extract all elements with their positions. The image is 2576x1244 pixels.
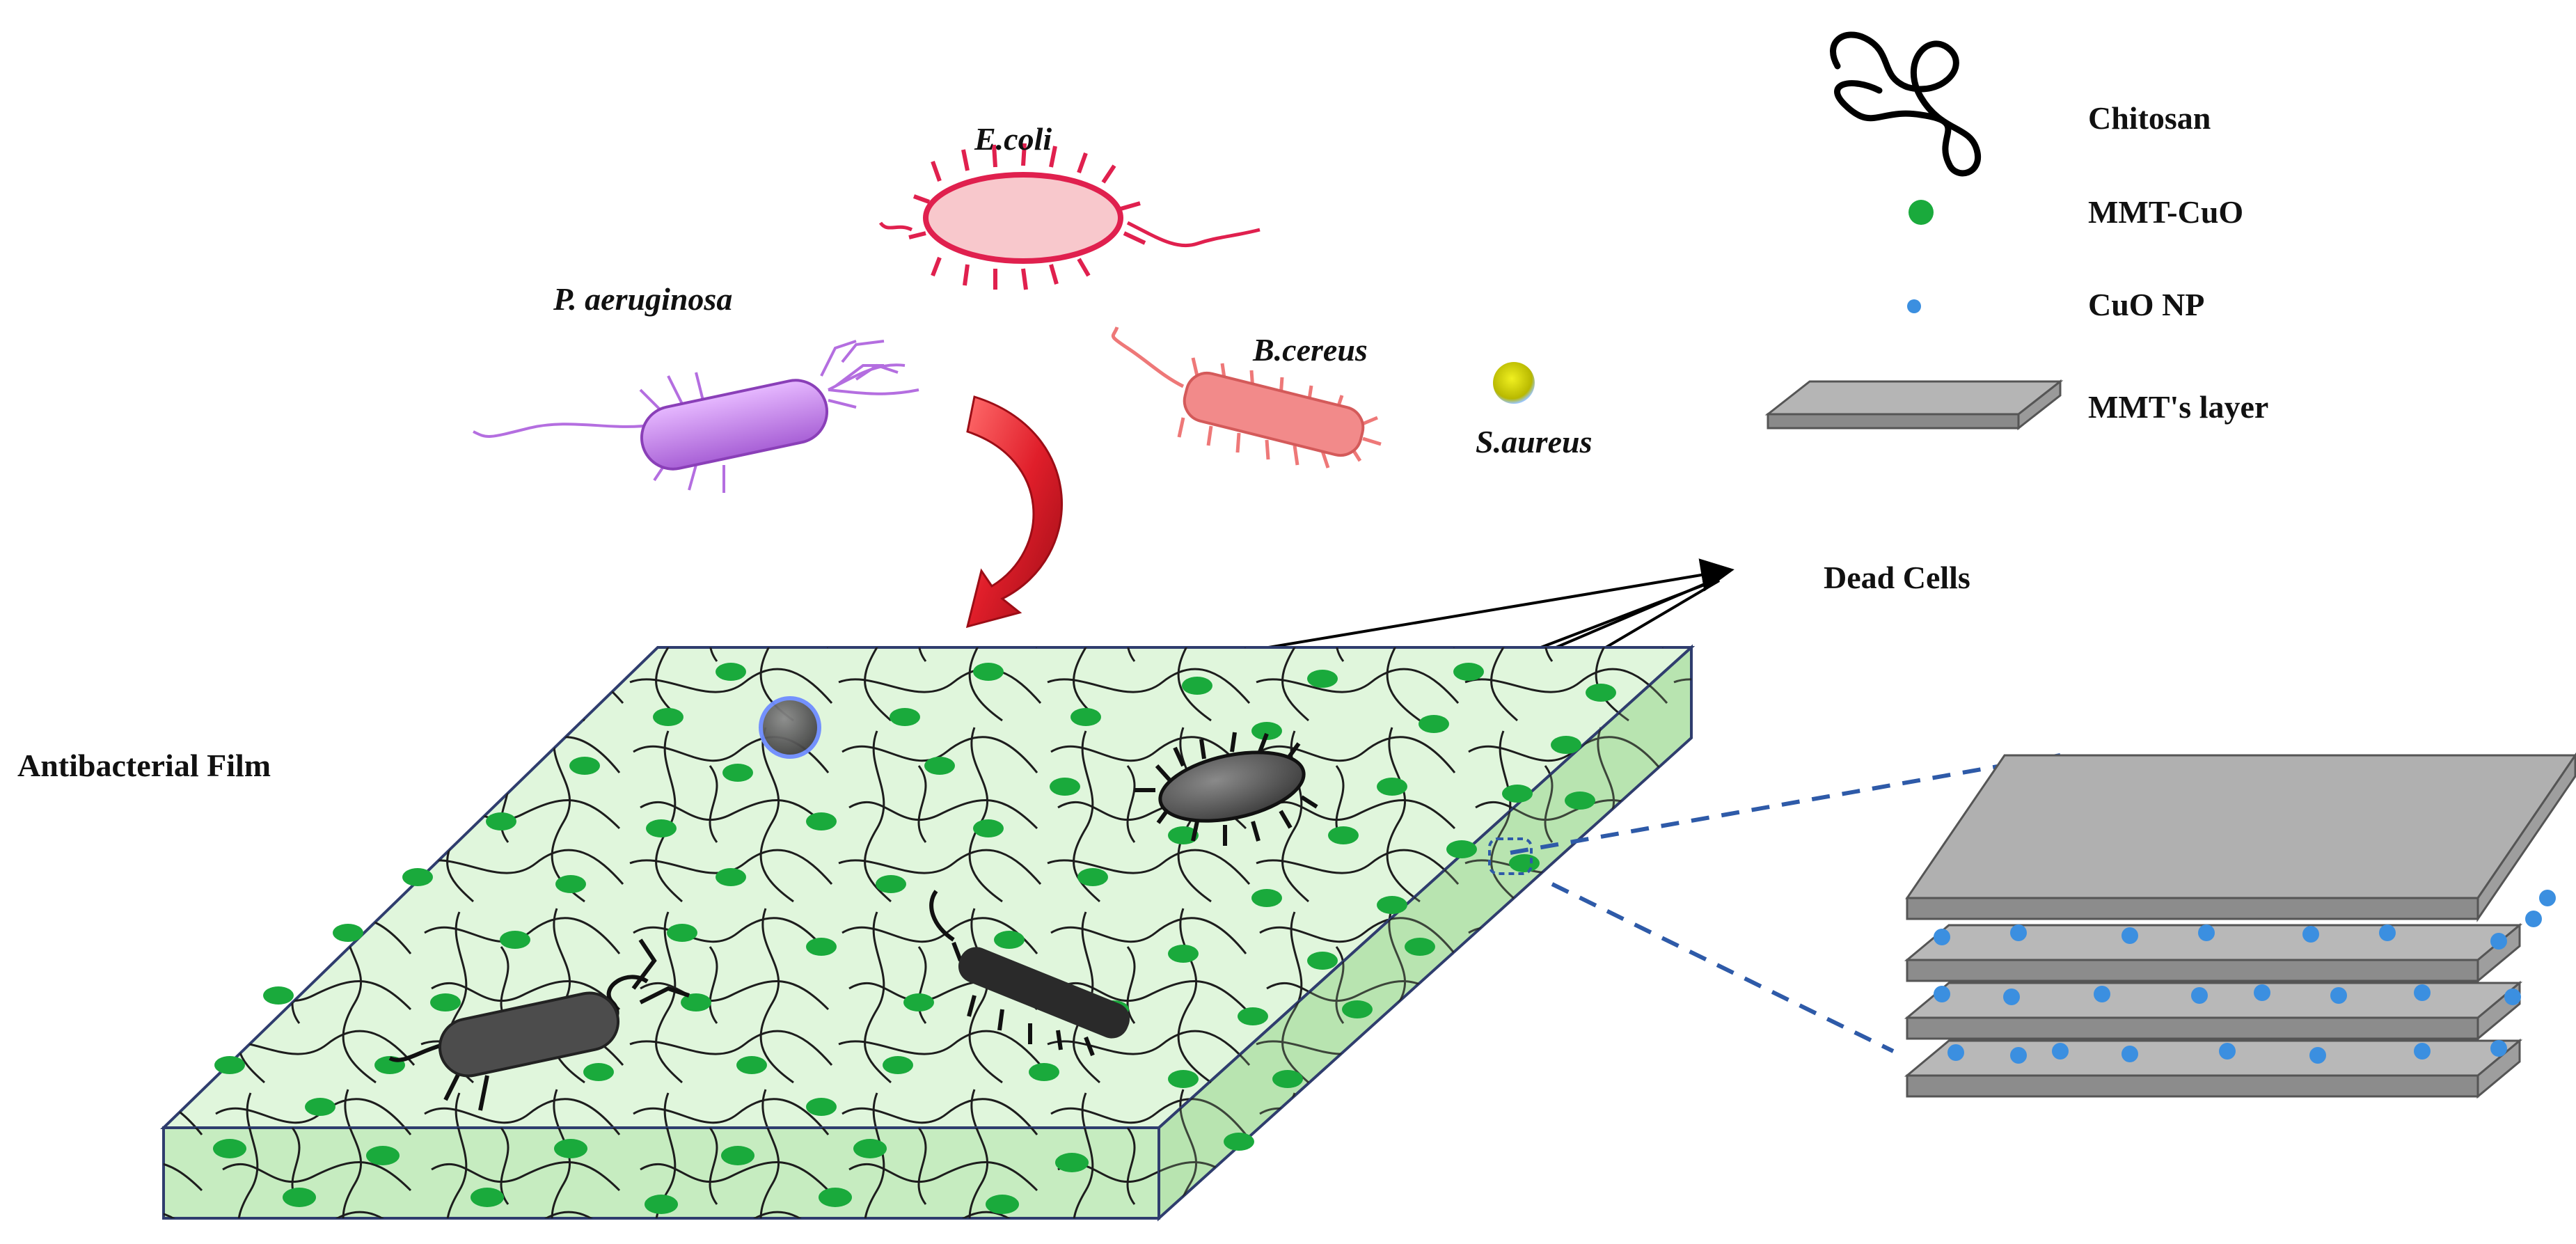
paeruginosa-flagella (473, 340, 919, 493)
bcereus-body (1183, 371, 1365, 457)
legend-label-mmt-layer: MMT's layer (2088, 389, 2268, 425)
dead-paeruginosa-cell (388, 938, 690, 1111)
saureus-bacterium (1493, 362, 1535, 404)
green-dot-icon (1909, 200, 1934, 225)
dead-ecoli-cell (1135, 732, 1318, 846)
bcereus-flagella (1111, 326, 1382, 469)
blue-dot-icon (1907, 299, 1921, 313)
gray-plate-icon (1764, 379, 2064, 431)
ecoli-label: E.coli (974, 121, 1052, 157)
bcereus-label: B.cereus (1252, 332, 1368, 368)
zoom-region-marker (1488, 837, 1533, 875)
legend-label-mmt-cuo: MMT-CuO (2088, 194, 2243, 230)
dead-saureus-cell (759, 696, 821, 759)
ecoli-bacterium (878, 143, 1261, 290)
chitosan-chain-icon (1830, 31, 1982, 177)
paeruginosa-bacterium (473, 340, 919, 493)
saureus-label: S.aureus (1476, 424, 1592, 459)
ecoli-flagella (878, 143, 1261, 290)
antibacterial-film-label: Antibacterial Film (17, 748, 271, 783)
ecoli-body (923, 172, 1123, 264)
antibacterial-film-slab (160, 644, 1696, 1222)
curved-red-arrow (965, 395, 1063, 629)
dead-bcereus-cell (929, 890, 1130, 1057)
zoom-lines (1510, 753, 2061, 1053)
paeruginosa-label: P. aeruginosa (553, 281, 732, 317)
dead-cells-label: Dead Cells (1824, 560, 1970, 595)
legend: Chitosan MMT-CuO CuO NP MMT's layer (1764, 31, 2268, 431)
legend-label-chitosan: Chitosan (2088, 100, 2211, 136)
mmt-layers-stack (1904, 752, 2576, 1099)
cuo-np-dots (1934, 890, 2556, 1064)
paeruginosa-body (640, 379, 829, 471)
legend-label-cuo-np: CuO NP (2088, 287, 2204, 322)
bcereus-bacterium (1111, 326, 1382, 469)
